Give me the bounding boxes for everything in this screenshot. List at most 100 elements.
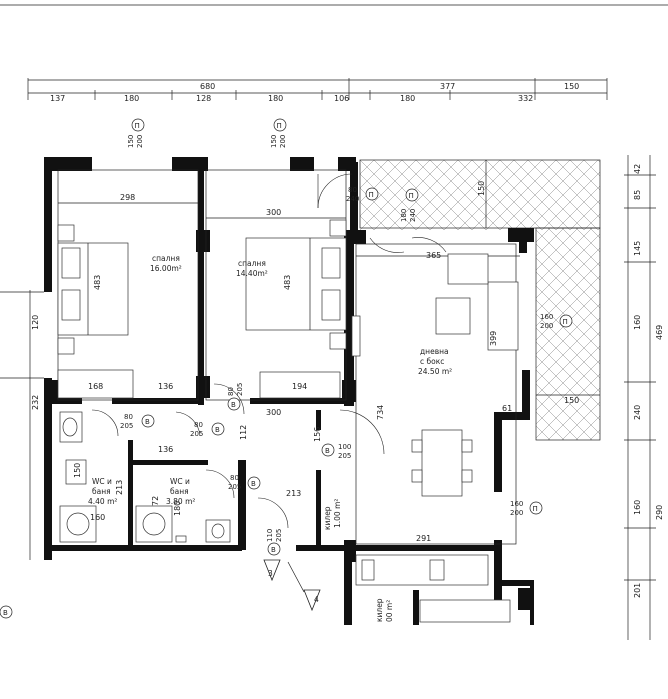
dim-top2-180c: 180 <box>400 94 415 103</box>
room-wc1-name: WC и <box>92 477 112 486</box>
top-dimensions: 680 377 150 137 180 128 180 106 180 332 <box>27 78 608 103</box>
interior-dimensions: 298 300 483 483 168 136 194 300 365 399 … <box>73 181 579 543</box>
room-wc2-name2: баня <box>170 487 189 496</box>
furniture <box>0 219 519 623</box>
window-2-tag: П <box>277 122 282 130</box>
dim-left-120: 120 <box>31 315 40 330</box>
room-living-name: дневна <box>420 347 449 356</box>
room-wc2-area: 3.80 m² <box>166 497 195 506</box>
dim-180: 180 <box>173 501 182 516</box>
door-5-h: 205 <box>228 483 241 491</box>
dim-top2-180a: 180 <box>124 94 139 103</box>
door-tag-6: 110 205 B <box>266 529 283 556</box>
door-tag-3: 80 205 B <box>190 421 225 438</box>
room-bedroom2-name: спалня <box>238 259 266 268</box>
walls <box>44 157 534 625</box>
dim-72: 72 <box>151 496 160 506</box>
window-4-h: 240 <box>409 209 417 222</box>
dim-right-240: 240 <box>633 405 642 420</box>
door-6-w: 110 <box>266 529 274 542</box>
left-dimensions: 120 232 <box>29 290 40 560</box>
dim-194: 194 <box>292 382 307 391</box>
dim-136a: 136 <box>158 382 173 391</box>
door-tag-4: 100 205 B <box>321 443 351 460</box>
dim-168: 168 <box>88 382 103 391</box>
door-4-h: 205 <box>338 452 351 460</box>
stair-tag-label: B <box>3 609 8 617</box>
dim-298: 298 <box>120 193 135 202</box>
window-tag-2: 150 200 П <box>270 118 287 148</box>
window-5-w: 160 <box>540 313 553 321</box>
room-labels: спалня 16.00m² спалня 14.40m² дневна с б… <box>88 254 452 622</box>
dim-291: 291 <box>416 534 431 543</box>
window-tags: 150 200 П 150 200 П 80 240 П 180 240 П 1… <box>127 118 573 517</box>
dim-right-145: 145 <box>633 241 642 256</box>
dim-365: 365 <box>426 251 441 260</box>
dim-112: 112 <box>239 425 248 440</box>
door-1-h: 205 <box>236 383 244 396</box>
dim-top-377: 377 <box>440 82 455 91</box>
section-markers: 3 4 <box>263 559 321 612</box>
window-4-tag: П <box>409 192 414 200</box>
door-3-h: 205 <box>190 430 203 438</box>
window-2-h: 200 <box>279 135 287 148</box>
room-living-area: 24.50 m² <box>418 367 452 376</box>
window-3-tag: П <box>369 191 374 199</box>
room-storage2-name: килер <box>375 598 384 622</box>
door-tag-5: 80 205 B <box>228 474 261 491</box>
dim-160: 160 <box>90 513 105 522</box>
right-dimensions: 42 85 145 160 240 160 201 469 290 <box>624 155 664 640</box>
door-5-tag: B <box>251 480 256 488</box>
window-tag-1: 150 200 П <box>127 118 145 148</box>
dim-right-290: 290 <box>655 505 664 520</box>
dim-300a: 300 <box>266 208 281 217</box>
door-1-w: 80 <box>227 387 235 396</box>
dim-top2-128: 128 <box>196 94 211 103</box>
dim-right-201: 201 <box>633 583 642 598</box>
door-5-w: 80 <box>230 474 239 482</box>
window-5-h: 200 <box>540 322 553 330</box>
dim-150a: 150 <box>564 396 579 405</box>
room-wc2-name: WC и <box>170 477 190 486</box>
dim-61: 61 <box>502 404 512 413</box>
marker-3: 3 <box>268 569 273 578</box>
window-2-w: 150 <box>270 135 278 148</box>
dim-right-160a: 160 <box>633 315 642 330</box>
dim-213b: 213 <box>115 480 124 495</box>
window-6-h: 200 <box>510 509 523 517</box>
door-4-w: 100 <box>338 443 351 451</box>
dim-156: 156 <box>313 427 322 442</box>
dim-213a: 213 <box>286 489 301 498</box>
window-5-tag: П <box>563 318 568 326</box>
dim-300b: 300 <box>266 408 281 417</box>
dim-399: 399 <box>489 331 498 346</box>
room-wc1-area: 4.40 m² <box>88 497 117 506</box>
door-tag-2: 80 205 B <box>120 413 155 430</box>
marker-4: 4 <box>314 595 319 604</box>
door-2-h: 205 <box>120 422 133 430</box>
window-3-w: 80 <box>348 186 357 194</box>
dim-top2-106: 106 <box>334 94 349 103</box>
dim-top-150: 150 <box>564 82 579 91</box>
stair-tag: B <box>0 605 13 619</box>
door-2-tag: B <box>145 418 150 426</box>
window-1-tag: П <box>135 122 140 130</box>
room-bedroom1-area: 16.00m² <box>150 264 182 273</box>
dim-right-42: 42 <box>633 164 642 174</box>
dim-136b: 136 <box>158 445 173 454</box>
dim-top-680: 680 <box>200 82 215 91</box>
dim-150b: 150 <box>477 181 486 196</box>
door-6-tag: B <box>271 546 276 554</box>
room-bedroom2-area: 14.40m² <box>236 269 268 278</box>
room-living-name2: с бокс <box>420 357 444 366</box>
room-wc1-name2: баня <box>92 487 111 496</box>
dim-734: 734 <box>376 405 385 420</box>
door-6-h: 205 <box>275 529 283 542</box>
dim-left-232: 232 <box>31 395 40 410</box>
window-6-w: 160 <box>510 500 523 508</box>
window-tag-3: 80 240 П <box>346 186 379 203</box>
dim-top2-332: 332 <box>518 94 533 103</box>
dim-483b: 483 <box>283 275 292 290</box>
dim-right-469: 469 <box>655 325 664 340</box>
